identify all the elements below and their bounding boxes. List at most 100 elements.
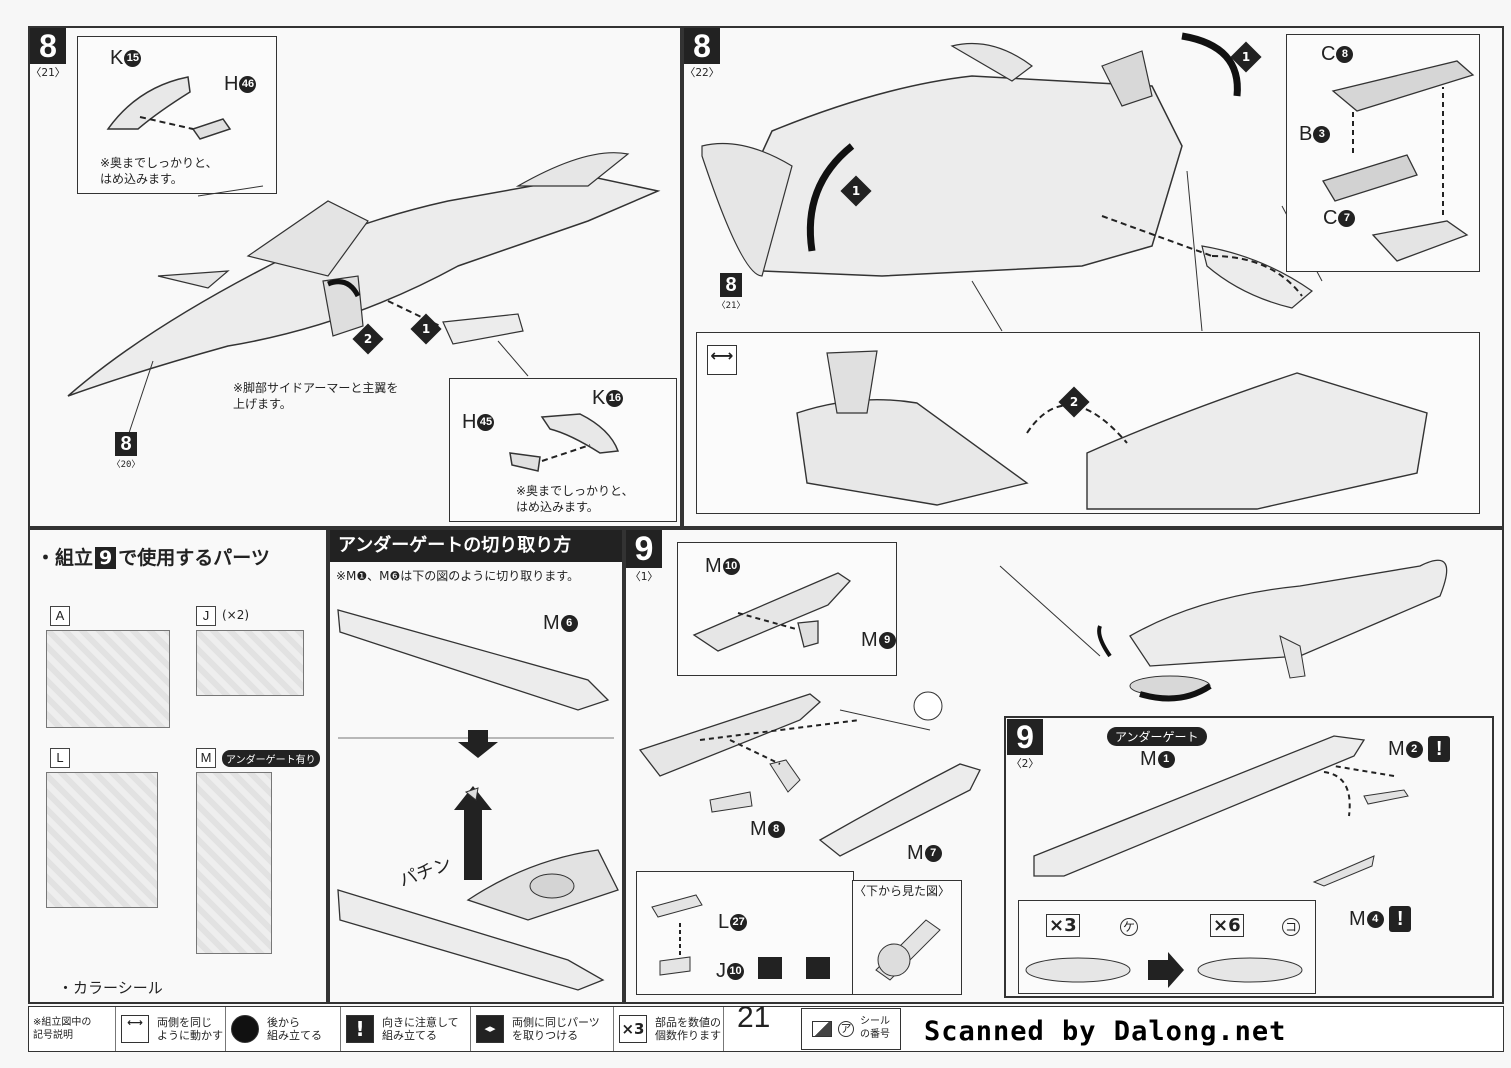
undergate-cut-drawing — [337, 609, 619, 991]
ref-step-sub: 〈21〉 — [716, 301, 746, 311]
symmetry-move-icon: ⟷ — [707, 345, 737, 375]
orientation-warning-icon: ! — [346, 1015, 374, 1043]
watermark-text: Scanned by Dalong.net — [924, 1016, 1287, 1047]
step-sub-number: 〈2〉 — [1010, 757, 1040, 770]
arrow-step-2: 2 — [352, 323, 384, 355]
part-number: 8 — [767, 821, 785, 839]
part-number: 45 — [477, 414, 495, 432]
part-letter: C — [1323, 207, 1338, 229]
legend-item: ⟷ 両側を同じ ように動かす — [115, 1007, 226, 1051]
runner-label-a: A — [50, 606, 70, 626]
part-number: 7 — [1338, 210, 1356, 228]
arrow-step-1: 1 — [1230, 41, 1262, 73]
arrow-step-2: 2 — [1058, 386, 1090, 418]
assemble-later-icon — [231, 1015, 259, 1043]
step-sub-number: 〈22〉 — [684, 66, 720, 79]
color-seal-label: ・カラーシール — [58, 979, 163, 997]
inset-parts-drawing — [509, 413, 620, 472]
gun-drawing — [999, 559, 1448, 702]
part-letter: M — [1140, 748, 1157, 770]
part-number: 8 — [1336, 46, 1354, 64]
legend-item: ! 向きに注意して 組み立てる — [340, 1007, 471, 1051]
undergate-badge: アンダーゲート — [1107, 727, 1207, 746]
step-badge: 9 — [95, 547, 117, 569]
arrow-step-1: 1 — [840, 175, 872, 207]
jet-main-drawing — [67, 152, 661, 437]
part-number: 10 — [722, 558, 740, 576]
seal-qty-right: ×6 — [1210, 914, 1244, 937]
step-number: 9 — [1007, 719, 1043, 755]
part-number: 7 — [924, 845, 942, 863]
inset-box-m10 — [677, 542, 897, 676]
seal-shape-icon — [812, 1021, 832, 1037]
seal-application-drawing — [1025, 952, 1303, 988]
runner-label-m: M — [196, 748, 216, 768]
step-number: 9 — [626, 530, 662, 568]
quantity-icon: ×3 — [619, 1015, 647, 1043]
sub-assembly-drawing — [651, 894, 830, 979]
runner-j-drawing — [196, 630, 304, 696]
parts-drawing — [692, 572, 851, 652]
part-letter: M — [861, 629, 878, 651]
ref-step-sub: 〈20〉 — [111, 460, 141, 470]
symbol-legend: ※組立図中の 記号説明 ⟷ 両側を同じ ように動かす 後から 組み立てる ! 向… — [28, 1001, 1504, 1052]
runner-label-j: J — [196, 606, 216, 626]
undergate-badge: アンダーゲート有り — [222, 750, 320, 767]
orientation-warning-icon: ! — [1428, 736, 1451, 762]
assembly-drawing — [638, 691, 981, 857]
inset-box-bottom-view — [852, 880, 962, 995]
undergate-note: ※M❶、M❻は下の図のように切り取ります。 — [336, 569, 580, 583]
part-number: 1 — [1157, 751, 1175, 769]
legend-item: ◂▸ 両側に同じパーツ を取りつける — [470, 1007, 614, 1051]
legend-head: ※組立図中の 記号説明 — [29, 1007, 116, 1051]
part-number: 2 — [1405, 741, 1423, 759]
seal-qty-left: ×3 — [1046, 914, 1080, 937]
inset-note: ※奥までしっかりと、 はめ込みます。 — [516, 484, 634, 514]
part-letter: H — [462, 411, 477, 433]
jet-rear-drawing — [701, 32, 1323, 332]
runner-a-drawing — [46, 630, 170, 728]
seal-kana-right: コ — [1282, 918, 1300, 936]
undergate-title: アンダーゲートの切り取り方 — [330, 530, 622, 562]
symmetry-move-icon: ⟷ — [121, 1015, 149, 1043]
ref-step-number: 8 — [115, 432, 137, 456]
arrow-step-1: 1 — [410, 313, 442, 345]
runner-qty: (×2) — [222, 608, 250, 622]
seal-kana-left: ケ — [1120, 918, 1138, 936]
part-letter: M — [705, 555, 722, 577]
orientation-warning-icon: ! — [1389, 906, 1412, 932]
runner-m-drawing — [196, 772, 272, 954]
bottom-view-drawing — [875, 919, 941, 981]
page-number-cell: 21 — [723, 1001, 799, 1051]
wing-fold-drawing — [796, 350, 1428, 510]
part-letter: M — [1349, 908, 1366, 930]
part-number: 4 — [1366, 911, 1384, 929]
part-number: 9 — [878, 632, 896, 650]
part-letter: C — [1321, 43, 1336, 65]
step-number: 8 — [684, 28, 720, 64]
part-letter: M — [907, 842, 924, 864]
page-number: 21 — [737, 1001, 771, 1034]
step-number: 8 — [30, 28, 66, 64]
part-letter: K — [110, 47, 124, 69]
part-letter: L — [718, 911, 730, 933]
runner-label-l: L — [50, 748, 70, 768]
part-number: 10 — [727, 963, 744, 981]
part-number: 3 — [1313, 126, 1331, 144]
legs-note: ※脚部サイドアーマーと主翼を 上げます。 — [233, 381, 399, 411]
seal-glyph: ア — [838, 1021, 854, 1037]
part-letter: M — [750, 818, 767, 840]
legend-item: ×3 部品を数値の 個数作ります — [613, 1007, 724, 1051]
inset-parts-drawing — [1322, 60, 1475, 262]
step-sub-number: 〈21〉 — [30, 66, 66, 79]
undergate-m1-drawing — [1033, 735, 1409, 887]
part-letter: B — [1299, 123, 1313, 145]
part-number: 46 — [239, 76, 257, 94]
step-sub-number: 〈1〉 — [629, 570, 659, 583]
ref-step-number: 8 — [720, 273, 742, 297]
part-number: 15 — [124, 50, 142, 68]
part-letter: K — [592, 387, 606, 409]
